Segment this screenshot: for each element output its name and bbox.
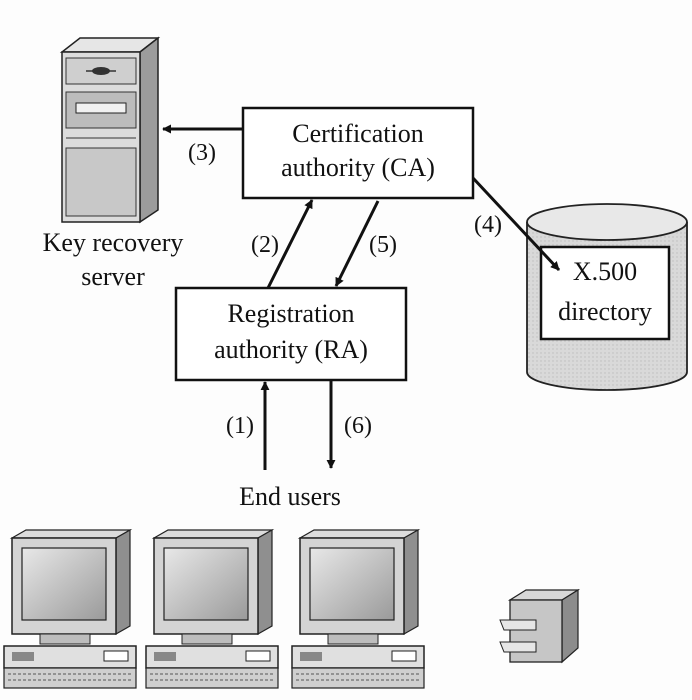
x500-directory-cylinder [526, 203, 688, 391]
printer-icon [499, 588, 581, 664]
computer-icon [3, 528, 137, 689]
directory-label-line1: X.500 [573, 257, 637, 286]
end-users-label: End users [239, 482, 341, 511]
edge-label-3: (3) [188, 140, 216, 166]
edge-label-5: (5) [369, 232, 397, 258]
arrow-5 [334, 200, 380, 287]
ra-label-line2: authority (RA) [214, 335, 368, 364]
key-server-label-line1: Key recovery [43, 228, 184, 257]
ca-label-line1: Certification [292, 119, 423, 148]
computer-icon [145, 528, 279, 689]
ra-label-line1: Registration [227, 299, 354, 328]
computer-icon [291, 528, 425, 689]
edge-label-4: (4) [474, 212, 502, 238]
key-recovery-server-icon [59, 36, 161, 224]
directory-label-line2: directory [558, 297, 652, 326]
arrow-4 [471, 176, 561, 272]
key-server-label-line2: server [81, 262, 145, 291]
ca-label-line2: authority (CA) [281, 153, 435, 182]
edge-label-6: (6) [344, 413, 372, 439]
ca-box [241, 106, 475, 200]
ra-box [174, 286, 408, 382]
edge-label-1: (1) [226, 413, 254, 439]
edge-label-2: (2) [251, 232, 279, 258]
arrow-2 [266, 199, 314, 289]
